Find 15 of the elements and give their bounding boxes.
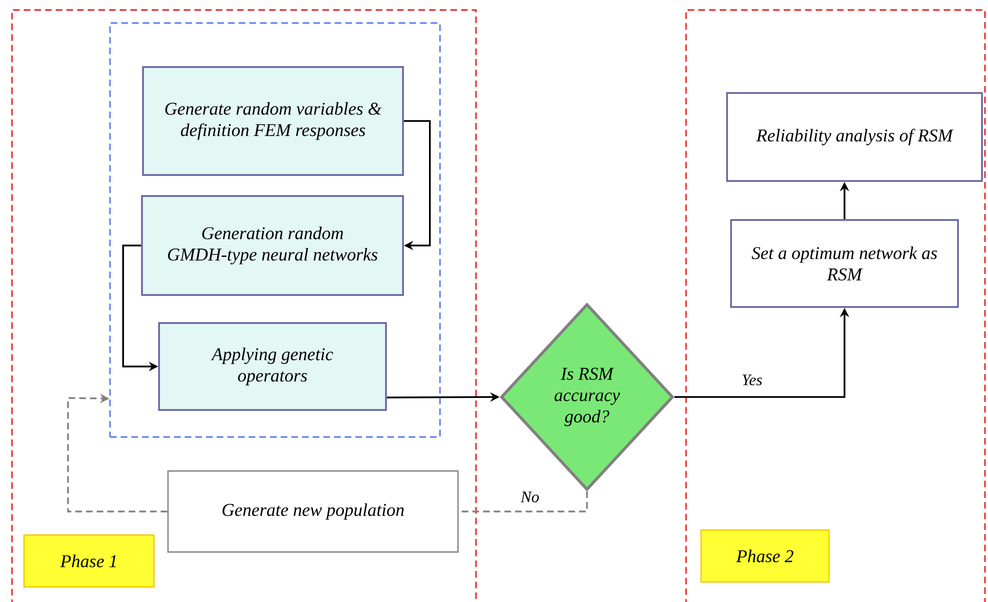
process-box: Generate random variables & definition FEM responses — [142, 66, 404, 176]
process-box: Reliability analysis of RSM — [726, 92, 983, 182]
arrow — [67, 394, 168, 512]
phase-region — [685, 9, 986, 602]
phase-label: Phase 2 — [700, 529, 830, 583]
process-box: Applying genetic operators — [158, 322, 387, 411]
edge-label: Yes — [742, 374, 762, 386]
process-box: Set a optimum network as RSM — [730, 219, 959, 308]
group-frame — [109, 22, 441, 438]
phase-region — [11, 9, 477, 602]
phase-label: Phase 1 — [23, 534, 155, 588]
edge-label: No — [520, 492, 539, 502]
process-box: Generation random GMDH-type neural networks — [141, 195, 404, 296]
arrow — [404, 120, 431, 250]
process-box: Generate new population — [167, 470, 459, 553]
